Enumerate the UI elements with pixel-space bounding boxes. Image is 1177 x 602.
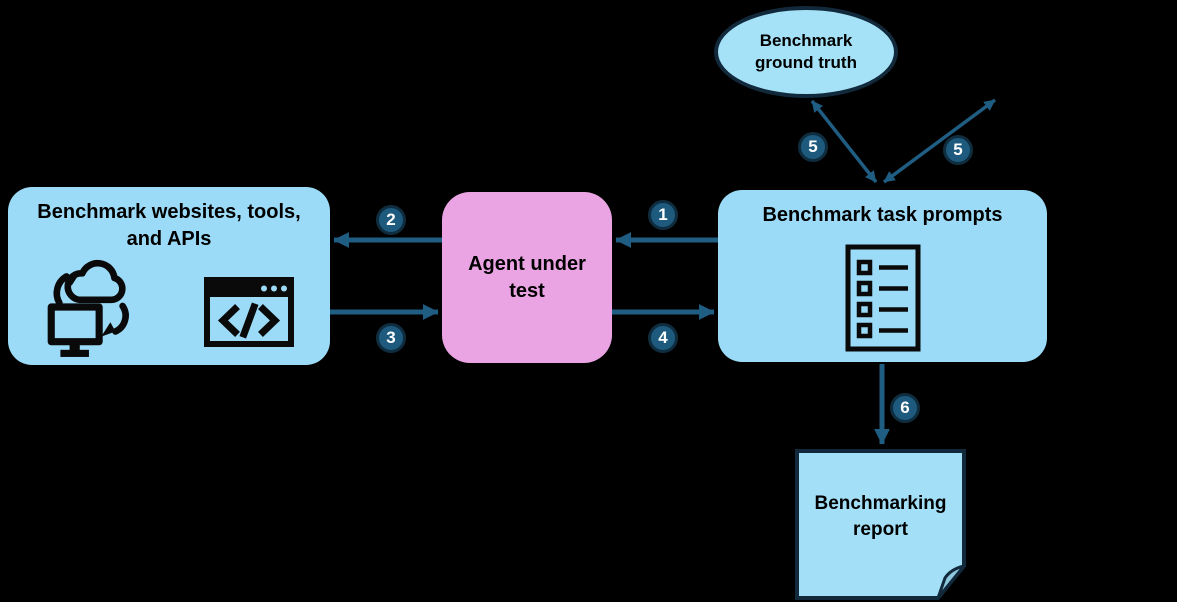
badge-1: 1 <box>648 200 678 230</box>
device-cloud-sync-icon <box>47 259 129 357</box>
badge-5-right-label: 5 <box>953 140 963 159</box>
websites-label: Benchmark websites, tools, and APIs <box>37 201 301 250</box>
badge-2: 2 <box>376 205 406 235</box>
badge-3: 3 <box>376 323 406 353</box>
badge-6: 6 <box>890 393 920 423</box>
badge-2-label: 2 <box>386 210 396 229</box>
node-benchmarking-report: Benchmarking report <box>797 451 964 591</box>
node-ground-truth: Benchmark ground truth <box>714 6 898 98</box>
note-shape <box>795 449 966 600</box>
agent-label: Agent under test <box>468 252 586 302</box>
badge-6-label: 6 <box>900 398 910 417</box>
node-task-prompts: Benchmark task prompts <box>718 190 1047 362</box>
badge-5-right: 5 <box>943 135 973 165</box>
badge-5-left-label: 5 <box>808 137 818 156</box>
badge-3-label: 3 <box>386 328 396 347</box>
node-agent-under-test: Agent under test <box>442 192 612 363</box>
browser-code-icon <box>204 277 294 347</box>
badge-5-left: 5 <box>798 132 828 162</box>
node-websites-tools-apis: Benchmark websites, tools, and APIs <box>8 187 330 365</box>
badge-4: 4 <box>648 323 678 353</box>
ground-truth-label: Benchmark ground truth <box>755 31 857 72</box>
arrow-5-left <box>810 99 878 184</box>
arrow-5-right <box>882 98 997 184</box>
badge-4-label: 4 <box>658 328 668 347</box>
report-label: Benchmarking report <box>814 493 947 540</box>
task-checklist-icon <box>845 244 921 352</box>
task-prompts-label: Benchmark task prompts <box>762 204 1003 226</box>
badge-1-label: 1 <box>658 205 668 224</box>
